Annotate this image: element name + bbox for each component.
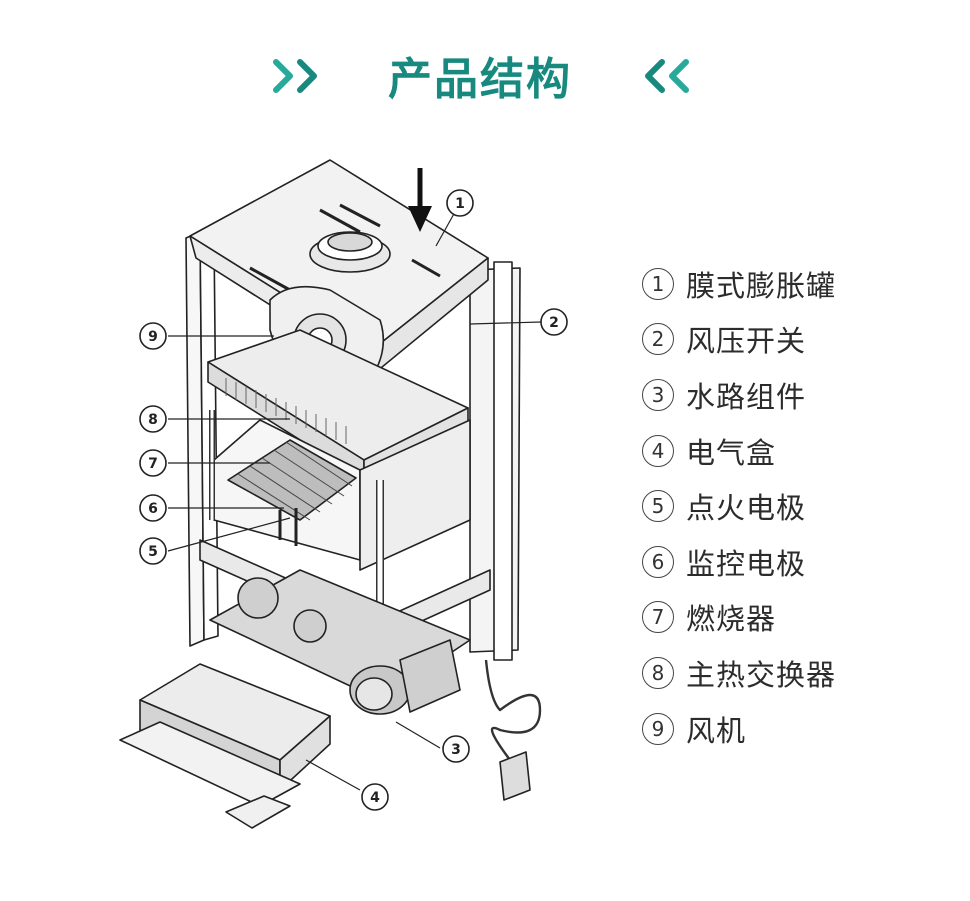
callout-5-number: 5: [148, 544, 158, 560]
callout-9-number: 9: [148, 329, 158, 345]
legend-item: 6 监控电极: [642, 534, 942, 590]
legend-number: 9: [642, 712, 674, 745]
flow-arrow-icon: [408, 168, 432, 232]
callout-2: 2: [540, 308, 568, 336]
legend-number: 1: [642, 267, 674, 300]
callout-2-number: 2: [549, 315, 559, 331]
callout-4-number: 4: [370, 790, 380, 806]
legend-item: 8 主热交换器: [642, 645, 942, 701]
page-title: 产品结构: [388, 54, 572, 105]
legend-item: 2 风压开关: [642, 312, 942, 368]
callout-6: 6: [139, 494, 167, 522]
legend-label: 风压开关: [686, 324, 807, 359]
legend-number: 8: [642, 656, 674, 689]
callout-1-number: 1: [455, 196, 465, 212]
legend-label: 点火电极: [686, 491, 807, 526]
legend-label: 电气盒: [686, 435, 777, 470]
legend-item: 3 水路组件: [642, 367, 942, 423]
callout-1: 1: [446, 189, 474, 217]
legend-number: 3: [642, 378, 674, 411]
callout-3-number: 3: [451, 742, 461, 758]
legend-number: 6: [642, 545, 674, 578]
callout-8-number: 8: [148, 412, 158, 428]
legend-label: 主热交换器: [686, 657, 837, 692]
callout-4: 4: [361, 783, 389, 811]
parts-legend: 1 膜式膨胀罐 2 风压开关 3 水路组件 4 电气盒 5 点火电极 6 监控电…: [642, 256, 942, 756]
callout-3: 3: [442, 735, 470, 763]
legend-number: 5: [642, 490, 674, 523]
legend-label: 膜式膨胀罐: [686, 268, 837, 303]
legend-label: 风机: [686, 713, 747, 748]
legend-item: 9 风机: [642, 701, 942, 757]
legend-label: 监控电极: [686, 546, 807, 581]
legend-number: 7: [642, 601, 674, 634]
legend-item: 5 点火电极: [642, 478, 942, 534]
legend-label: 燃烧器: [686, 602, 777, 637]
legend-number: 4: [642, 434, 674, 467]
double-chevron-left-icon: [645, 59, 689, 93]
callout-7-number: 7: [148, 456, 158, 472]
callout-5: 5: [139, 537, 167, 565]
title-bar: 产品结构: [0, 48, 970, 112]
legend-label: 水路组件: [686, 379, 807, 414]
callout-7: 7: [139, 449, 167, 477]
callout-8: 8: [139, 405, 167, 433]
legend-item: 4 电气盒: [642, 423, 942, 479]
legend-item: 7 燃烧器: [642, 590, 942, 646]
double-chevron-right-icon: [273, 59, 317, 93]
legend-item: 1 膜式膨胀罐: [642, 256, 942, 312]
legend-number: 2: [642, 323, 674, 356]
callout-9: 9: [139, 322, 167, 350]
callout-6-number: 6: [148, 501, 158, 517]
